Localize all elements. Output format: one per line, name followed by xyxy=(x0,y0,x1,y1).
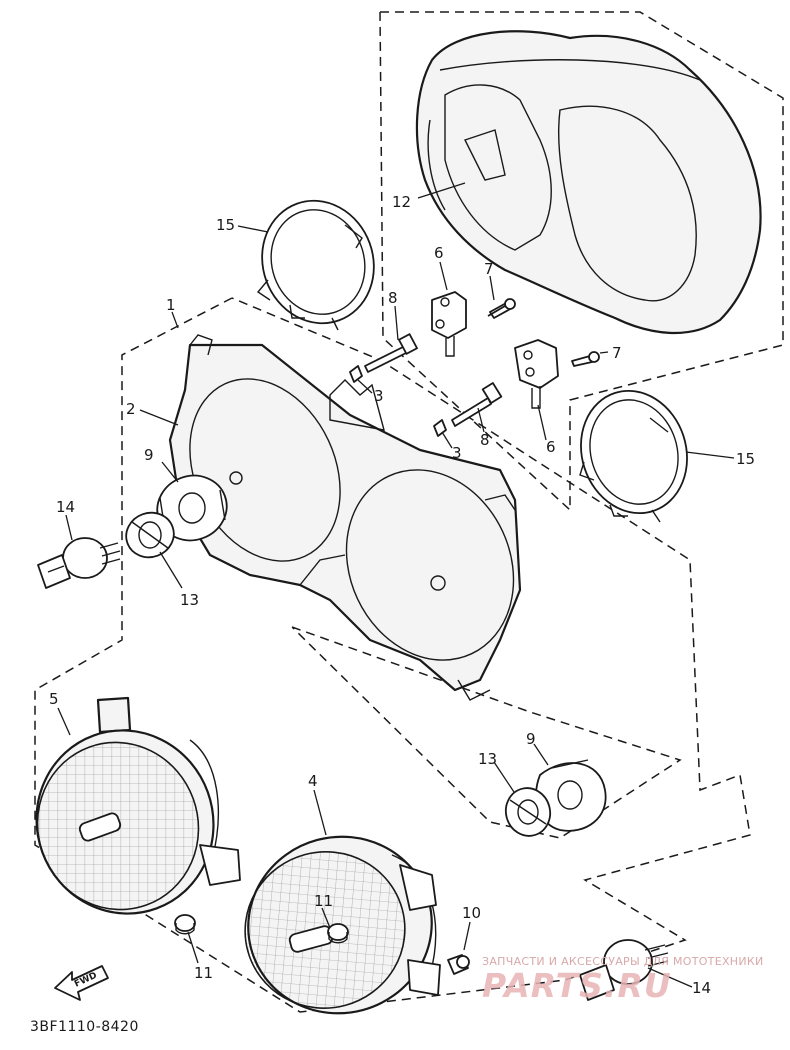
callout-15a: 15 xyxy=(216,216,235,234)
callout-11b: 11 xyxy=(314,892,333,910)
bracket-left xyxy=(431,291,467,357)
callout-12: 12 xyxy=(392,193,411,211)
forward-direction-indicator: FWD xyxy=(54,965,109,1001)
clip-upper xyxy=(349,365,363,383)
bulb-holder-upper xyxy=(125,511,175,559)
bracket-right xyxy=(514,339,559,409)
callout-8b: 8 xyxy=(480,431,490,449)
bolt-small-upper xyxy=(487,298,516,319)
callout-15b: 15 xyxy=(736,450,755,468)
grommet-left xyxy=(174,914,196,935)
housing-assembly-boundary xyxy=(34,297,751,1013)
grommet-center xyxy=(327,923,349,944)
watermark-brand: PARTS.RU xyxy=(482,966,672,1005)
callout-3b: 3 xyxy=(452,444,462,462)
callout-14a: 14 xyxy=(56,498,75,516)
bolt-small-lower xyxy=(571,351,600,367)
callout-6a: 6 xyxy=(434,244,444,262)
callout-13a: 13 xyxy=(180,591,199,609)
rim-ring-right xyxy=(579,389,688,523)
rim-ring-upper xyxy=(256,199,375,331)
socket-cover-upper xyxy=(156,474,228,542)
drawing-code: 3BF1110-8420 xyxy=(30,1019,139,1035)
leader-lines xyxy=(57,182,735,988)
bulb-left xyxy=(37,537,121,589)
callout-3a: 3 xyxy=(374,387,384,405)
socket-group-boundary xyxy=(291,626,682,839)
clip-lower xyxy=(433,419,447,437)
bolt-long-lower xyxy=(451,382,503,427)
cover-assembly-boundary xyxy=(379,11,784,512)
callout-8a: 8 xyxy=(388,289,398,307)
bolt-long-upper xyxy=(364,333,418,373)
callout-4: 4 xyxy=(308,772,318,790)
callout-6b: 6 xyxy=(546,438,556,456)
callout-9a: 9 xyxy=(144,446,154,464)
callout-9b: 9 xyxy=(526,730,536,748)
callout-11a: 11 xyxy=(194,964,213,982)
callout-2: 2 xyxy=(126,400,136,418)
watermark-tagline: ЗАПЧАСТИ И АКСЕССУАРЫ ДЛЯ МОТОТЕХНИКИ xyxy=(482,955,764,968)
callout-1: 1 xyxy=(166,296,176,314)
callout-7b: 7 xyxy=(612,344,622,362)
callout-7a: 7 xyxy=(484,260,494,278)
callout-14b: 14 xyxy=(692,979,711,997)
bulb-right xyxy=(579,939,669,1001)
headlight-unit-left xyxy=(35,696,241,915)
callout-5: 5 xyxy=(49,690,59,708)
position-bulb xyxy=(447,954,470,975)
callout-10: 10 xyxy=(462,904,481,922)
callout-13b: 13 xyxy=(478,750,497,768)
headlight-cover xyxy=(415,30,762,335)
headlight-unit-center xyxy=(244,835,441,1015)
bulb-holder-lower xyxy=(504,787,552,837)
callout-labels: 1 2 3 3 4 5 6 6 7 7 8 8 9 9 10 11 11 12 … xyxy=(49,193,755,997)
